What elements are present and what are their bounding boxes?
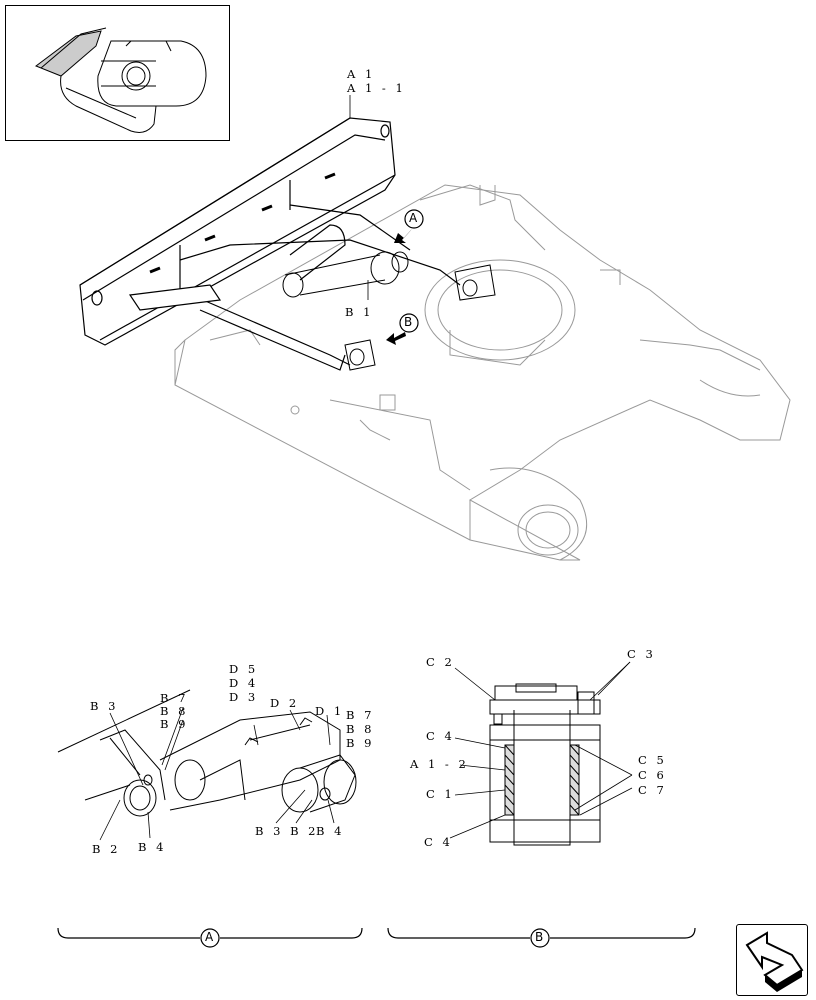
callout-c4-bottom: C 4 [424, 835, 453, 849]
callout-c6: C 6 [638, 768, 667, 782]
callout-d5: D 5 [229, 662, 259, 676]
callout-d2: D 2 [270, 696, 300, 710]
callout-b3-b2-bottom: B 3 B 2 [255, 824, 319, 838]
callout-b4-right: B 4 [316, 824, 345, 838]
callout-d4: D 4 [229, 676, 259, 690]
cylinder-assembly [282, 251, 496, 371]
callout-a1-2: A 1 - 2 [410, 757, 469, 771]
callout-b9-top: B 9 [160, 717, 189, 731]
callout-c3: C 3 [627, 647, 656, 661]
callout-b8-right: B 8 [346, 722, 375, 736]
dozer-blade [79, 117, 396, 346]
callout-b7-right: B 7 [346, 708, 375, 722]
section-marker-a: A [205, 930, 214, 944]
section-brackets [57, 927, 696, 939]
section-marker-b: B [535, 930, 544, 944]
detail-a-drawing [57, 689, 357, 817]
callout-b1: B 1 [345, 305, 374, 319]
callout-c5: C 5 [638, 753, 667, 767]
main-leader-lines [349, 95, 369, 300]
detail-a-leader-lines [99, 707, 335, 841]
callout-c2: C 2 [426, 655, 455, 669]
callout-c1: C 1 [426, 787, 455, 801]
detail-b-drawing [489, 683, 601, 846]
detail-b-leader-lines [449, 661, 633, 839]
callout-b7-top: B 7 [160, 691, 189, 705]
overview-thumbnail [5, 5, 230, 141]
callout-d1: D 1 [315, 704, 345, 718]
callout-b4-left: B 4 [138, 840, 167, 854]
arrow-b-label: B [404, 315, 413, 329]
arrow-b-indicator [386, 313, 419, 345]
callout-b3-left: B 3 [90, 699, 119, 713]
callout-d3: D 3 [229, 690, 259, 704]
undercarriage-frame [174, 184, 791, 561]
callout-b8-top: B 8 [160, 704, 189, 718]
overview-machine-icon [34, 27, 207, 133]
callout-b9-right: B 9 [346, 736, 375, 750]
callout-a1: A 1 [347, 67, 376, 81]
callout-b2-left: B 2 [92, 842, 121, 856]
callout-c7: C 7 [638, 783, 667, 797]
callout-c4-top: C 4 [426, 729, 455, 743]
arrow-a-label: A [409, 211, 418, 225]
next-page-button[interactable] [736, 924, 808, 996]
callout-a1-1: A 1 - 1 [347, 81, 406, 95]
return-arrow-icon [745, 931, 804, 992]
arrow-a-indicator [394, 209, 424, 243]
push-arms [128, 204, 461, 371]
